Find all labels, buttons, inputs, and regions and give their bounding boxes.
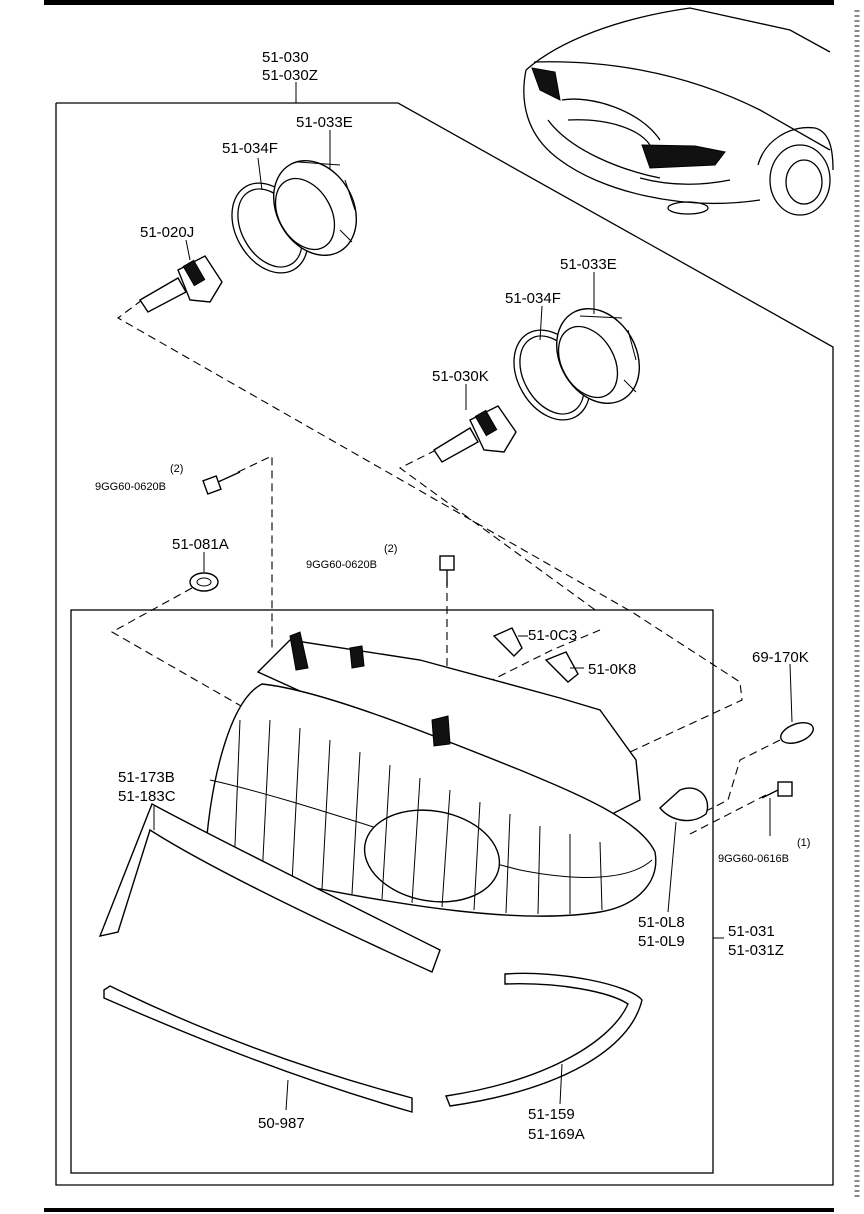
bolt-right: [761, 781, 793, 799]
label-51-034f-lower: 51-034F: [505, 290, 561, 307]
label-51-033e-upper: 51-033E: [296, 114, 353, 131]
label-qty-2-middle: (2): [384, 543, 397, 555]
label-51-0k8: 51-0K8: [588, 661, 636, 678]
label-51-0c3: 51-0C3: [528, 627, 577, 644]
label-51-173b: 51-173B: [118, 769, 175, 786]
label-qty-1: (1): [797, 837, 810, 849]
top-border: [44, 0, 834, 5]
label-51-031z: 51-031Z: [728, 942, 784, 959]
socket-0k8: [544, 651, 579, 683]
headlamp-housing: [204, 631, 709, 917]
label-9gg60-0620b-middle: 9GG60-0620B: [306, 559, 377, 571]
side-bulb: [780, 722, 814, 744]
label-51-159: 51-159: [528, 1106, 575, 1123]
dashed-leader-bulb-2: [398, 449, 599, 613]
label-51-030k: 51-030K: [432, 368, 489, 385]
outer-assembly-frame: [55, 102, 834, 1186]
label-9gg60-0616b: 9GG60-0616B: [718, 853, 789, 865]
dashed-leader-socket: [691, 739, 781, 819]
screw-middle: [439, 555, 455, 586]
label-qty-2-upper: (2): [170, 463, 183, 475]
label-69-170k: 69-170K: [752, 649, 809, 666]
trim-strip-173b: [98, 803, 441, 973]
label-9gg60-0620b-upper: 9GG60-0620B: [95, 481, 166, 493]
bottom-border: [44, 1208, 834, 1212]
grommet: [189, 572, 219, 592]
label-51-0l9: 51-0L9: [638, 933, 685, 950]
label-51-031: 51-031: [728, 923, 775, 940]
label-51-081a: 51-081A: [172, 536, 229, 553]
label-50-987: 50-987: [258, 1115, 305, 1132]
label-51-030z: 51-030Z: [262, 67, 318, 84]
trim-strip-987: [103, 985, 413, 1113]
car-illustration: [523, 7, 834, 216]
label-51-034f-upper: 51-034F: [222, 140, 278, 157]
dashed-leader-bolt: [689, 794, 767, 835]
trim-strip-159: [445, 972, 643, 1107]
label-51-033e-lower: 51-033E: [560, 256, 617, 273]
bulb-holder-upper: [272, 160, 358, 256]
label-51-020j: 51-020J: [140, 224, 194, 241]
bulb-holder-lower: [555, 308, 641, 404]
halogen-bulb-lower: [433, 405, 517, 463]
dashed-leader-right: [451, 629, 601, 701]
inner-unit-frame: [70, 609, 714, 1174]
label-51-0l8: 51-0L8: [638, 914, 685, 931]
label-51-030: 51-030: [262, 49, 309, 66]
dashed-leader-grommet: [110, 587, 263, 719]
screw-upper: [202, 471, 241, 495]
socket-0c3: [492, 627, 523, 657]
label-51-169a: 51-169A: [528, 1126, 585, 1143]
halogen-bulb-upper: [139, 255, 223, 313]
label-51-183c: 51-183C: [118, 788, 176, 805]
dashed-leader-screw: [237, 455, 273, 650]
label-leaders: [153, 82, 793, 1111]
